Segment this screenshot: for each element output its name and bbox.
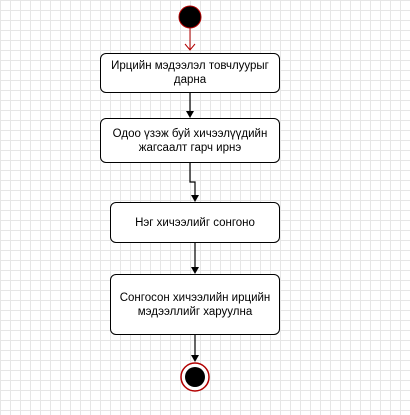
step-1-label: Ирцийн мэдээлэл товчлуурыг дарна [111,60,269,86]
step-2-label: Одоо үзэж буй хичээлүүдийн жагсаалт гарч… [112,127,268,154]
start-node [178,5,202,29]
arrowhead-3-4 [191,267,199,274]
arrowhead-2-3 [191,195,199,202]
step-2-box: Одоо үзэж буй хичээлүүдийн жагсаалт гарч… [100,118,280,163]
step-3-label: Нэг хичээлийг сонгоно [135,216,255,229]
arrowhead-4-end [191,355,199,362]
arrowhead-1-2 [186,111,194,118]
step-4-box: Сонгосон хичээлийн ирцийн мэдээллийг хар… [110,274,280,335]
start-arrowhead [184,43,196,51]
step-1-box: Ирцийн мэдээлэл товчлуурыг дарна [100,53,280,93]
step-4-label: Сонгосон хичээлийн ирцийн мэдээллийг хар… [119,291,271,318]
step-3-box: Нэг хичээлийг сонгоно [110,202,280,243]
connector-2-3 [189,163,196,195]
end-node-core [185,367,205,387]
